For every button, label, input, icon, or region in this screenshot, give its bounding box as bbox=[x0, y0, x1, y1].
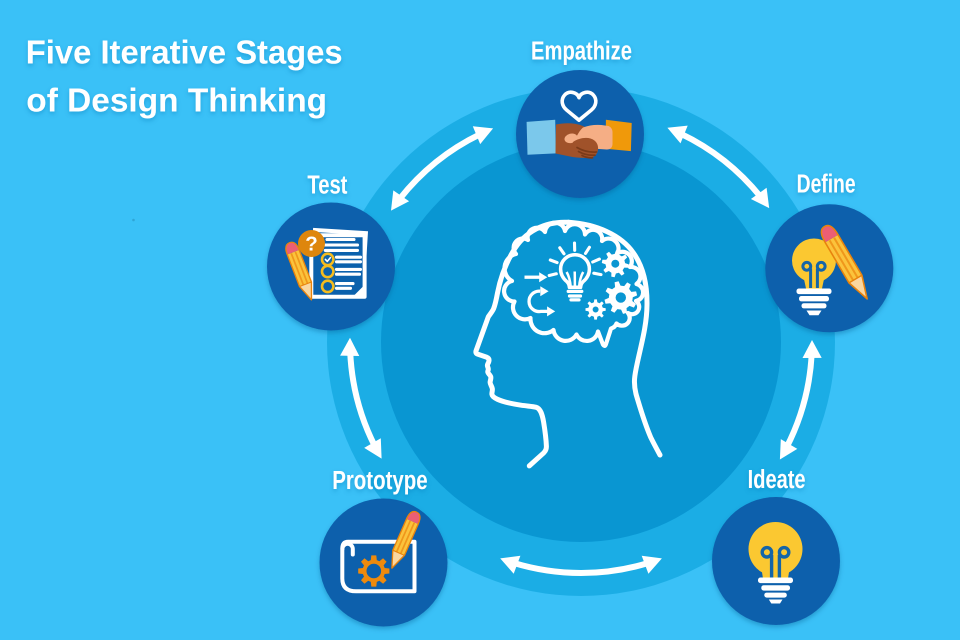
svg-text:Ideate: Ideate bbox=[748, 464, 806, 493]
svg-text:Empathize: Empathize bbox=[531, 36, 632, 65]
svg-text:Prototype: Prototype bbox=[332, 466, 427, 495]
svg-text:Five Iterative Stages: Five Iterative Stages bbox=[26, 33, 343, 70]
svg-text:Test: Test bbox=[307, 170, 347, 199]
svg-text:of Design Thinking: of Design Thinking bbox=[26, 83, 327, 120]
svg-text:Define: Define bbox=[797, 169, 856, 199]
svg-text:?: ? bbox=[305, 233, 318, 256]
